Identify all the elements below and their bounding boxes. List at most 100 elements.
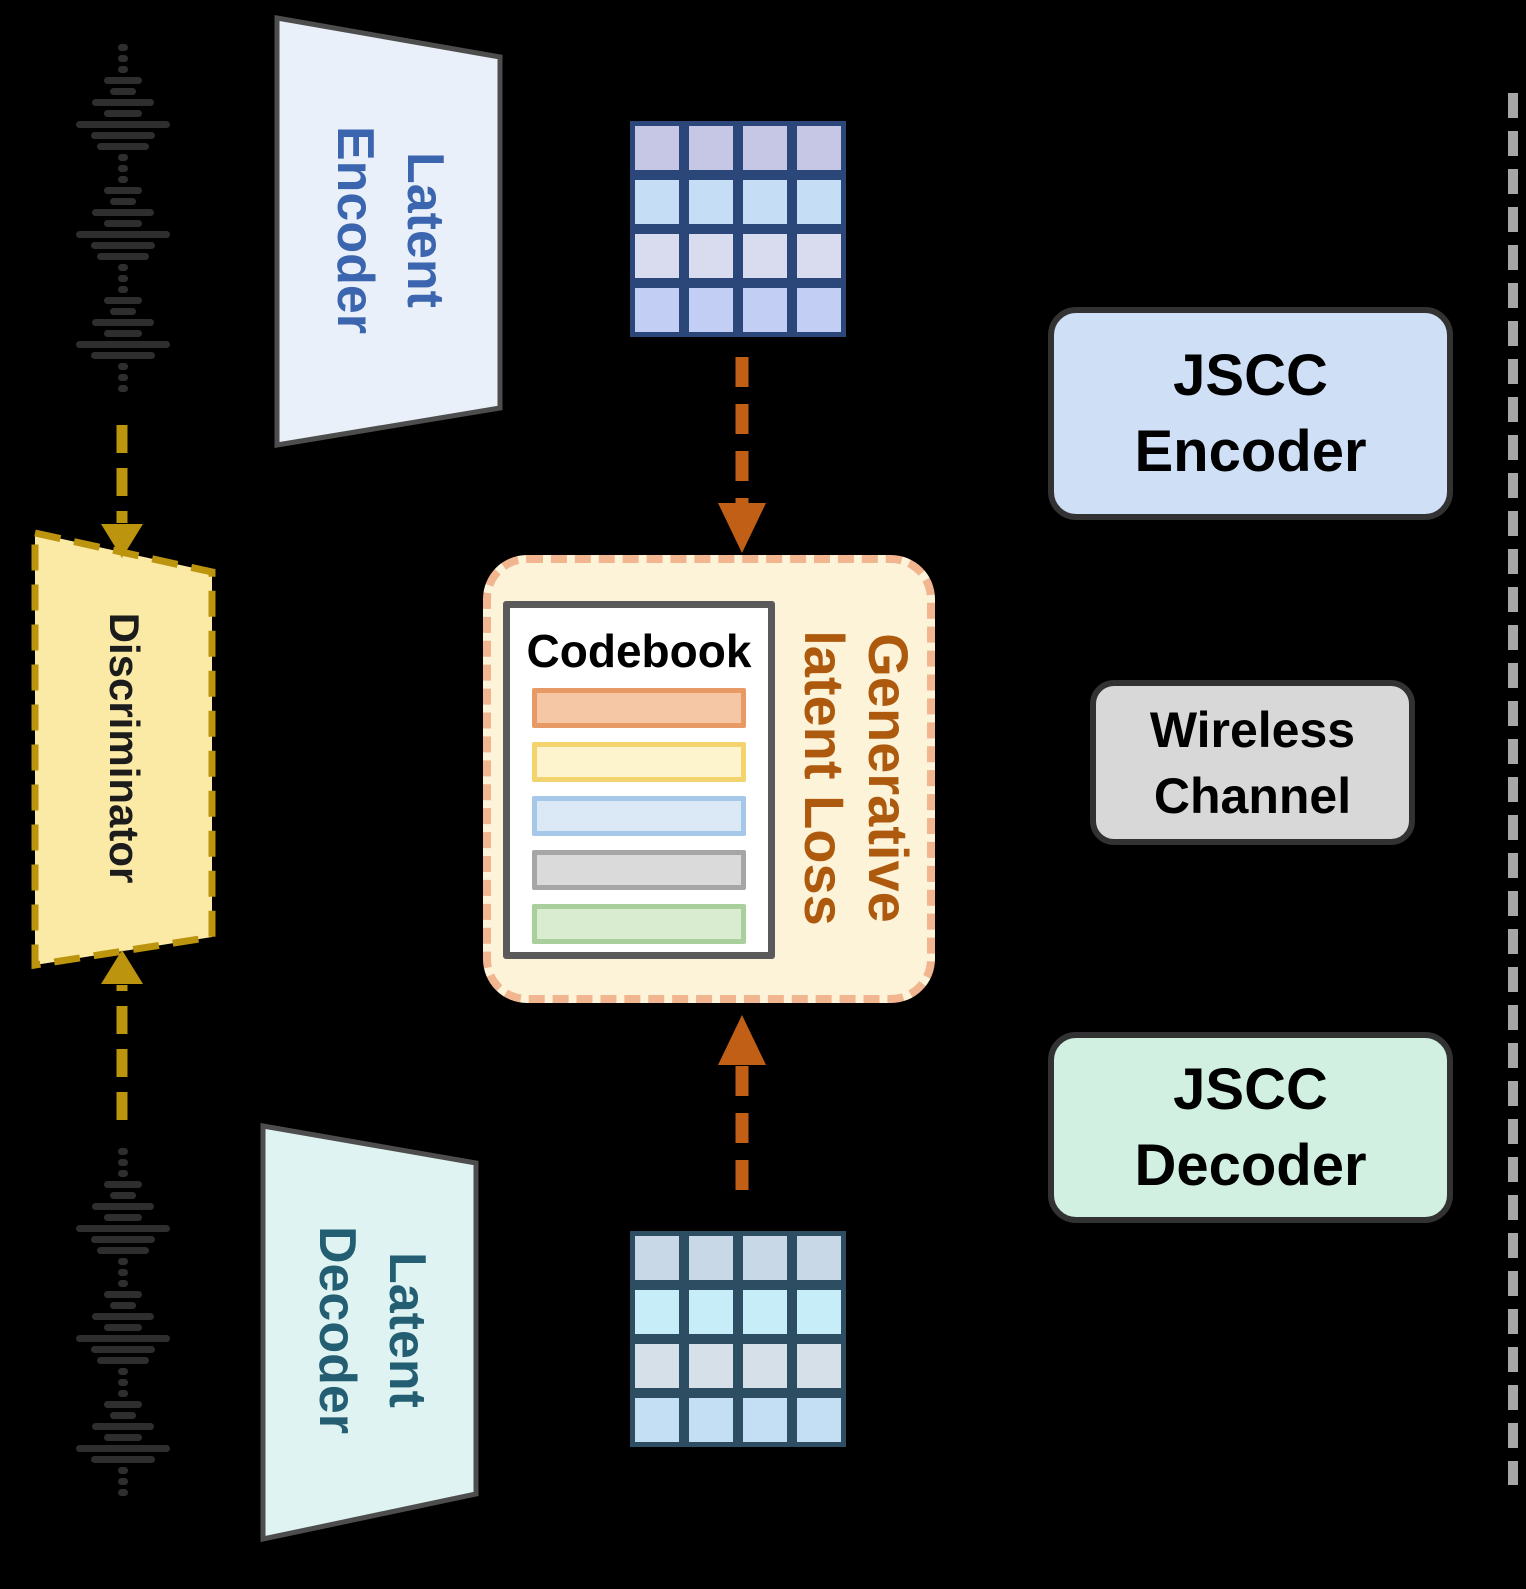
waveform-bar [118, 1467, 128, 1474]
latent-grid-cell [738, 175, 792, 229]
arrow-decoded-to-discriminator-head [101, 950, 143, 984]
latent-decoder-label: Latent Decoder [302, 1226, 442, 1434]
waveform-bar [118, 385, 128, 392]
waveform-bar [110, 1412, 136, 1419]
latent-encoder-shape [274, 15, 503, 448]
waveform-bar [118, 165, 128, 172]
waveform-bar [104, 1214, 142, 1221]
codebook-entry-bar [532, 850, 746, 890]
arrow-received-to-loss-head [718, 1015, 766, 1065]
waveform-bar [118, 275, 128, 282]
waveform-bar [110, 1302, 136, 1309]
waveform-bar [118, 1368, 128, 1375]
latent-grid-cell [684, 1231, 738, 1285]
latent-grid-bottom [630, 1231, 846, 1447]
waveform-bar [104, 1401, 142, 1408]
wireless-channel-label-line1: Wireless [1149, 701, 1356, 758]
latent-grid-cell [684, 1285, 738, 1339]
jscc-encoder-label-line2: Encoder [1134, 418, 1367, 484]
waveform-bar [104, 297, 142, 304]
wireless-channel-box: Wireless Channel [1090, 680, 1415, 845]
latent-grid-cell [630, 1339, 684, 1393]
latent-grid-cell [630, 121, 684, 175]
waveform-bar [118, 264, 128, 271]
arrow-waveform-to-discriminator-head [101, 524, 143, 558]
latent-grid-cell [738, 1285, 792, 1339]
waveform-bar [118, 44, 128, 51]
codebook-panel: Codebook [503, 601, 775, 959]
latent-grid-cell [792, 1285, 846, 1339]
waveform-bar [92, 1423, 154, 1430]
waveform-bar [92, 1313, 154, 1320]
waveform-bar [118, 154, 128, 161]
latent-grid-cell [738, 121, 792, 175]
waveform-bar [118, 286, 128, 293]
latent-grid-cell [792, 1393, 846, 1447]
waveform-bar [104, 77, 142, 84]
arrow-latent-to-loss-head [718, 503, 766, 553]
latent-grid-cell [630, 229, 684, 283]
latent-grid-cell [684, 229, 738, 283]
generative-latent-loss-label: Generative latent Loss [792, 630, 920, 926]
waveform-bar [110, 88, 136, 95]
jscc-decoder-label-line2: Decoder [1134, 1132, 1367, 1198]
wireless-channel-label-line2: Channel [1153, 767, 1352, 824]
latent-grid-cell [792, 175, 846, 229]
waveform-bar [92, 319, 154, 326]
jscc-decoder-label-line1: JSCC [1173, 1056, 1328, 1122]
codebook-entry-bar [532, 796, 746, 836]
waveform-bar [104, 220, 142, 227]
latent-grid-cell [684, 1393, 738, 1447]
latent-grid-cell [630, 1231, 684, 1285]
codebook-entries [532, 688, 746, 944]
waveform-bar [110, 1192, 136, 1199]
waveform-bar [104, 330, 142, 337]
audio-waveform-output-icon [57, 1146, 189, 1498]
latent-grid-cell [738, 283, 792, 337]
waveform-bar [118, 374, 128, 381]
waveform-bar [97, 143, 149, 150]
latent-grid-cell [630, 1393, 684, 1447]
waveform-bar [118, 1489, 128, 1496]
waveform-bar [76, 231, 170, 238]
codebook-title: Codebook [526, 625, 752, 677]
codebook-entry-bar [532, 742, 746, 782]
latent-grid-cell [738, 1339, 792, 1393]
waveform-bar [76, 1445, 170, 1452]
waveform-bar [91, 1236, 155, 1243]
waveform-bar [118, 1148, 128, 1155]
latent-grid-cell [792, 1231, 846, 1285]
discriminator-label-text: Discriminator [101, 612, 148, 884]
latent-grid-cell [792, 229, 846, 283]
latent-decoder-label-line1: Latent [378, 1251, 436, 1408]
loss-label-line2: latent Loss [793, 630, 856, 926]
waveform-bar [118, 1379, 128, 1386]
codebook-entry-bar [532, 904, 746, 944]
waveform-bar [118, 363, 128, 370]
waveform-bar [91, 1456, 155, 1463]
waveform-bar [104, 1291, 142, 1298]
waveform-bar [91, 242, 155, 249]
latent-encoder-label-line2: Encoder [326, 125, 384, 335]
waveform-bar [118, 66, 128, 73]
latent-grid-cell [684, 1339, 738, 1393]
waveform-bar [118, 1258, 128, 1265]
waveform-bar [76, 121, 170, 128]
jscc-encoder-box: JSCC Encoder [1048, 307, 1453, 520]
latent-grid-cell [630, 283, 684, 337]
latent-grid-cell [630, 1285, 684, 1339]
discriminator-shape [31, 528, 216, 970]
waveform-bar [118, 1170, 128, 1177]
waveform-bar [110, 198, 136, 205]
waveform-bar [118, 1390, 128, 1397]
latent-grid-cell [684, 283, 738, 337]
latent-grid-cell [738, 229, 792, 283]
latent-decoder-shape [260, 1123, 479, 1543]
waveform-bar [118, 1269, 128, 1276]
waveform-bar [104, 1434, 142, 1441]
waveform-bar [92, 1203, 154, 1210]
loss-label-line1: Generative [857, 633, 920, 923]
latent-grid-top [630, 121, 846, 337]
latent-encoder-label-line1: Latent [396, 152, 454, 308]
waveform-bar [118, 55, 128, 62]
